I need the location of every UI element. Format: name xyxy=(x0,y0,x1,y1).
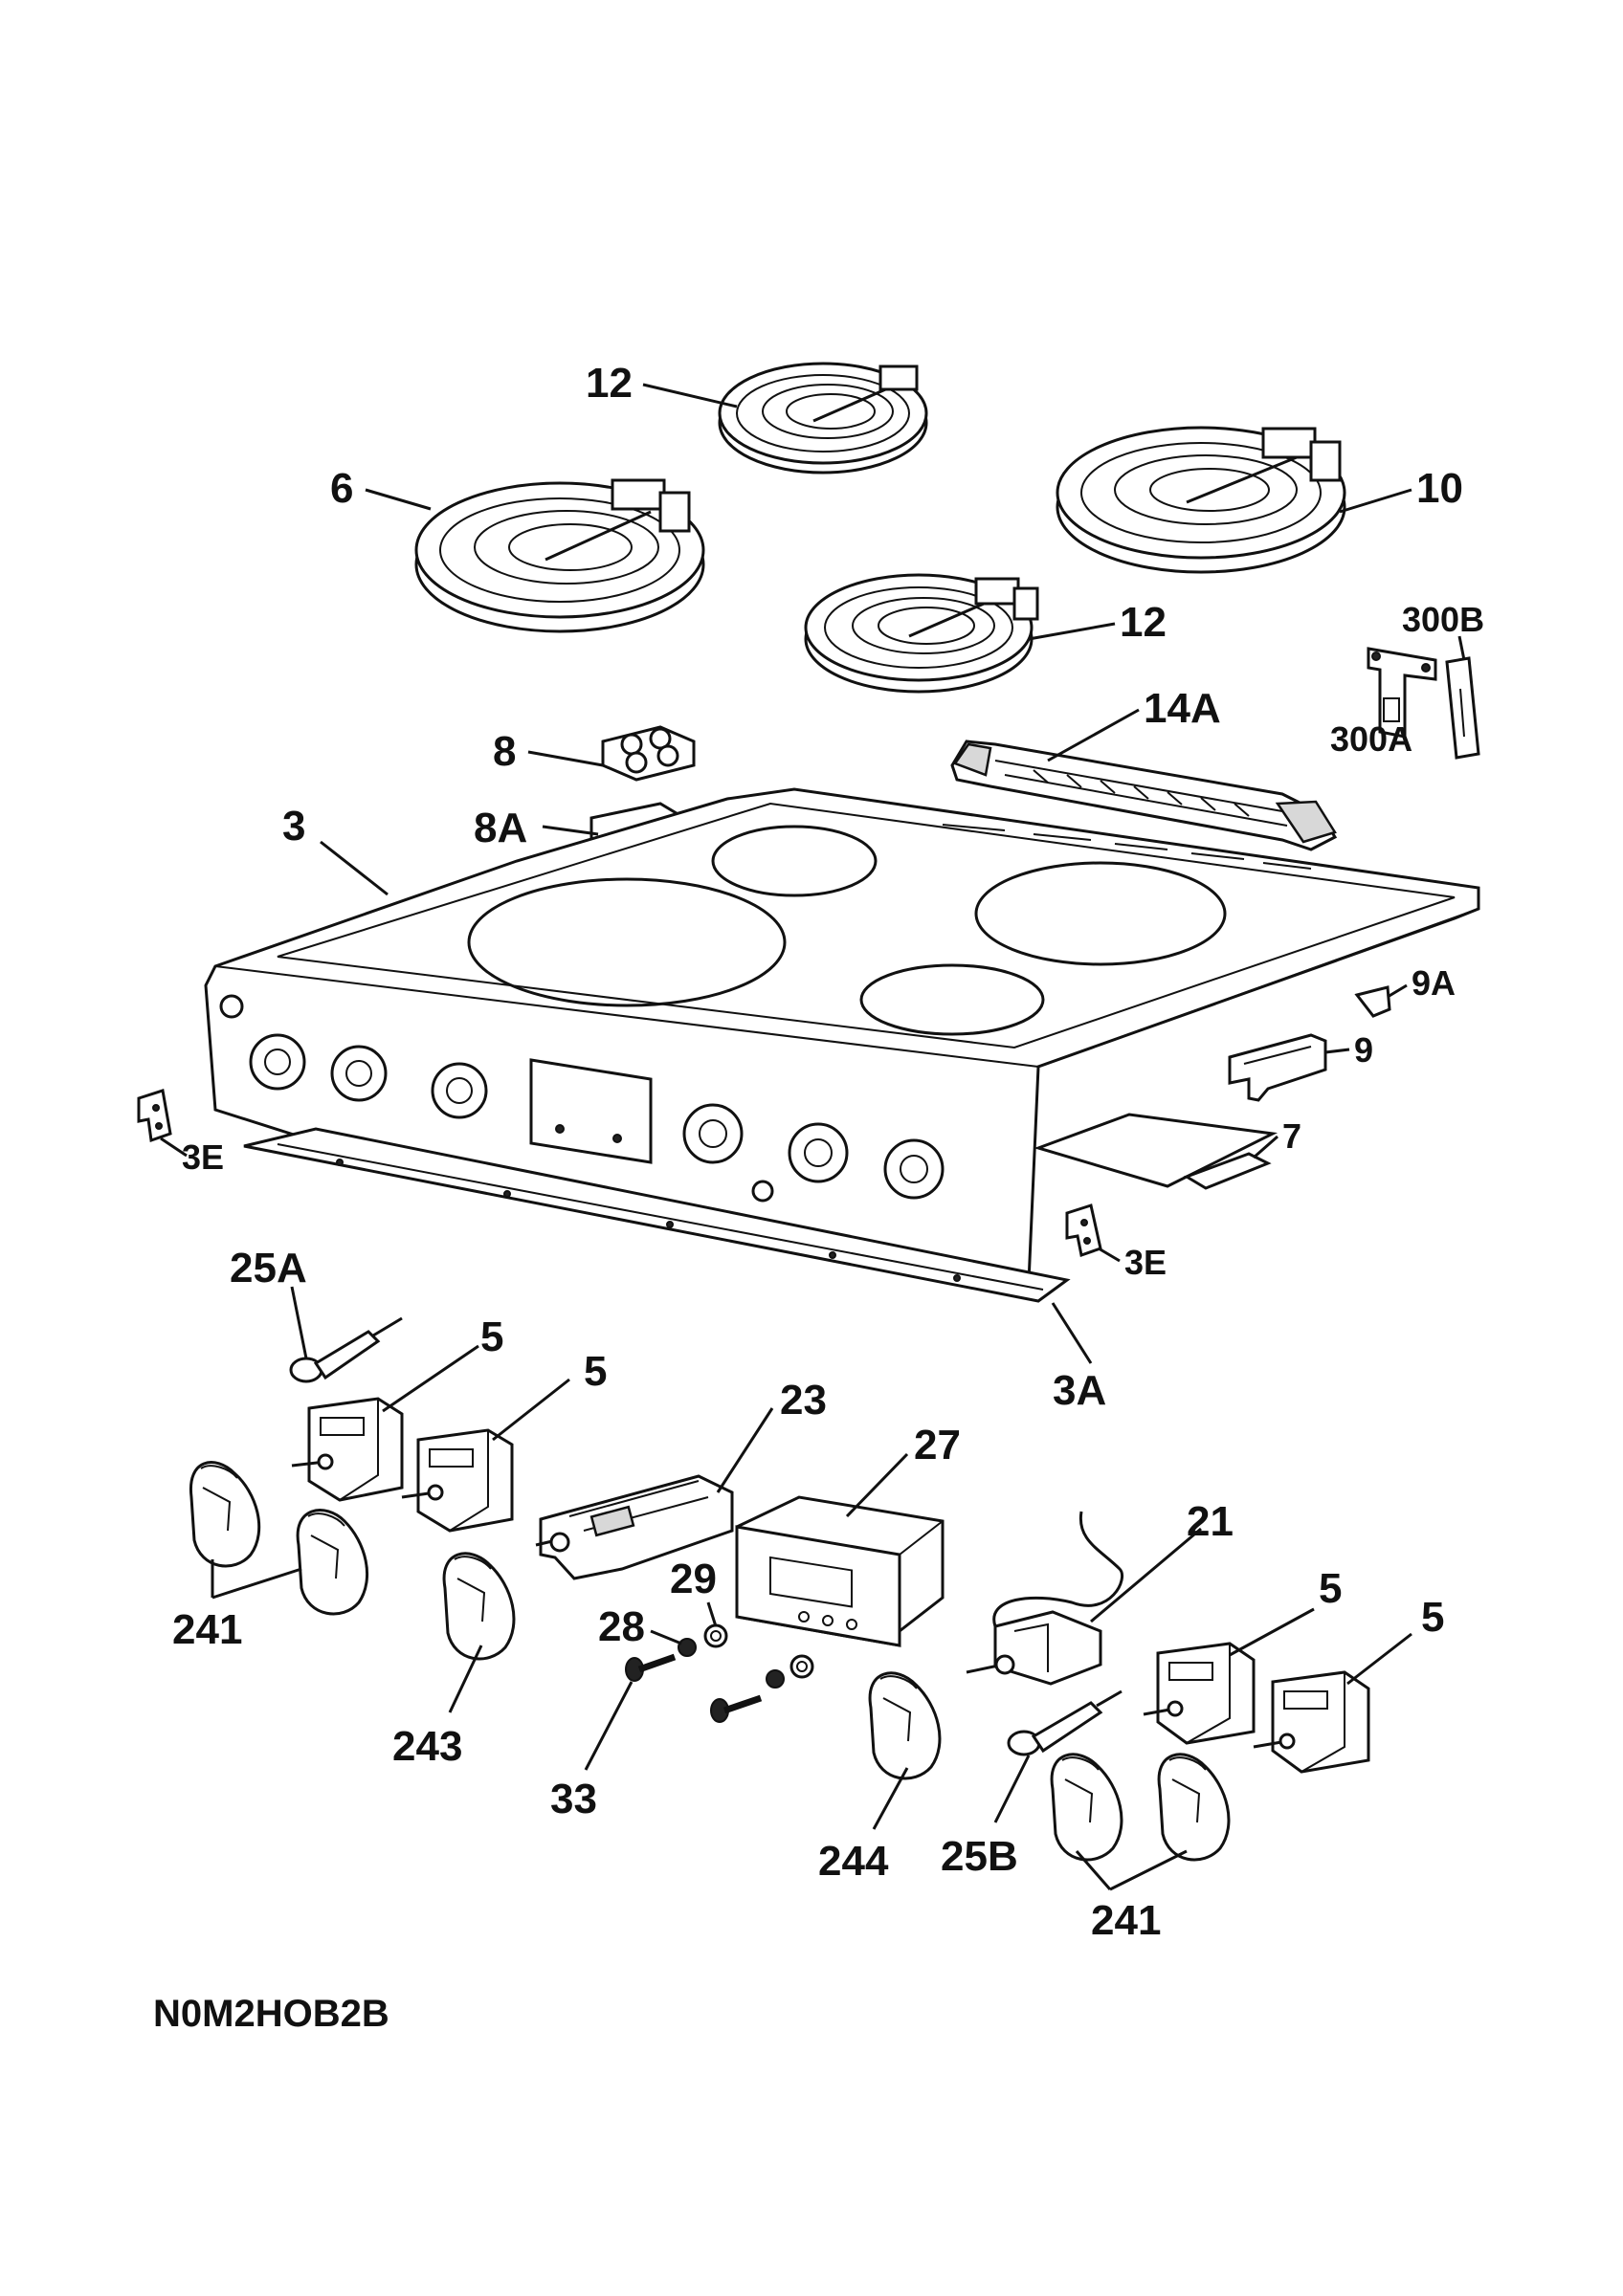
timer-switch-23 xyxy=(535,1474,734,1580)
label-21: 21 xyxy=(1187,1498,1234,1545)
label-300b: 300B xyxy=(1402,600,1484,639)
label-8a: 8A xyxy=(474,805,527,851)
neon-holder-29 xyxy=(703,1623,814,1679)
label-23: 23 xyxy=(780,1377,827,1424)
label-3a: 3A xyxy=(1053,1367,1106,1414)
label-6: 6 xyxy=(330,465,353,512)
front-trim-strip-3a xyxy=(243,1127,1071,1303)
energy-regulator-5a xyxy=(291,1397,404,1502)
indicator-bar-14a xyxy=(950,740,1338,851)
neon-lamp-28 xyxy=(678,1638,785,1689)
control-knob-241-a xyxy=(189,1461,261,1568)
control-knob-243 xyxy=(442,1552,516,1661)
label-5-c: 5 xyxy=(1319,1565,1342,1612)
label-7: 7 xyxy=(1282,1116,1301,1156)
label-10: 10 xyxy=(1416,465,1463,512)
label-300a: 300A xyxy=(1330,719,1412,759)
label-27: 27 xyxy=(914,1422,961,1468)
screw-33 xyxy=(625,1653,763,1723)
leader-lines xyxy=(160,383,1466,1891)
label-9: 9 xyxy=(1354,1030,1373,1070)
label-243: 243 xyxy=(392,1723,462,1770)
heating-element-6-left xyxy=(414,478,705,633)
control-knob-241-d xyxy=(1157,1753,1231,1862)
energy-regulator-5b xyxy=(401,1428,514,1533)
label-9a: 9A xyxy=(1412,963,1456,1003)
corner-bracket-3e-right xyxy=(1065,1203,1102,1257)
heating-element-10-right xyxy=(1056,426,1346,574)
cooktop-3 xyxy=(204,787,1480,1284)
energy-regulator-5d xyxy=(1253,1670,1370,1774)
part-labels: 12 6 10 12 300B 300A 14A 8 8A 3 9A 9 7 3… xyxy=(153,360,1484,2035)
bracket-9a xyxy=(1354,985,1391,1018)
label-5-d: 5 xyxy=(1421,1594,1444,1641)
heating-element-12-rear-left xyxy=(718,362,928,475)
label-33: 33 xyxy=(550,1776,597,1822)
label-12-rear: 12 xyxy=(586,360,633,407)
drawing-code: N0M2HOB2B xyxy=(153,1993,389,2035)
label-28: 28 xyxy=(598,1603,645,1650)
side-trim-7 xyxy=(1034,1113,1278,1190)
clip-300b xyxy=(1445,656,1480,760)
bracket-300a xyxy=(1367,647,1437,739)
label-12-front: 12 xyxy=(1120,599,1167,646)
label-29: 29 xyxy=(670,1556,717,1602)
label-241-right: 241 xyxy=(1091,1897,1161,1944)
switch-21 xyxy=(966,1511,1124,1686)
label-3e-left: 3E xyxy=(182,1137,224,1177)
support-bracket-9 xyxy=(1228,1033,1327,1102)
control-knob-244 xyxy=(868,1671,942,1780)
terminal-block-8 xyxy=(601,725,696,782)
label-3e-right: 3E xyxy=(1124,1243,1167,1282)
label-3: 3 xyxy=(282,803,305,850)
label-5-b: 5 xyxy=(584,1348,607,1395)
indicator-lamp-25a xyxy=(289,1316,403,1383)
label-25a: 25A xyxy=(230,1245,307,1292)
label-8: 8 xyxy=(493,728,516,775)
label-241-left: 241 xyxy=(172,1606,242,1653)
label-244: 244 xyxy=(818,1838,889,1885)
label-5-a: 5 xyxy=(480,1314,503,1360)
label-25b: 25B xyxy=(941,1833,1018,1880)
heating-element-12-front xyxy=(804,573,1039,694)
label-14a: 14A xyxy=(1144,685,1221,732)
indicator-lamp-25b xyxy=(1007,1689,1123,1756)
control-knob-241-c xyxy=(1050,1753,1123,1862)
control-knob-241-b xyxy=(296,1509,369,1616)
energy-regulator-5c xyxy=(1143,1642,1256,1745)
corner-bracket-3e-left xyxy=(137,1089,172,1143)
clock-module-27 xyxy=(735,1495,945,1647)
